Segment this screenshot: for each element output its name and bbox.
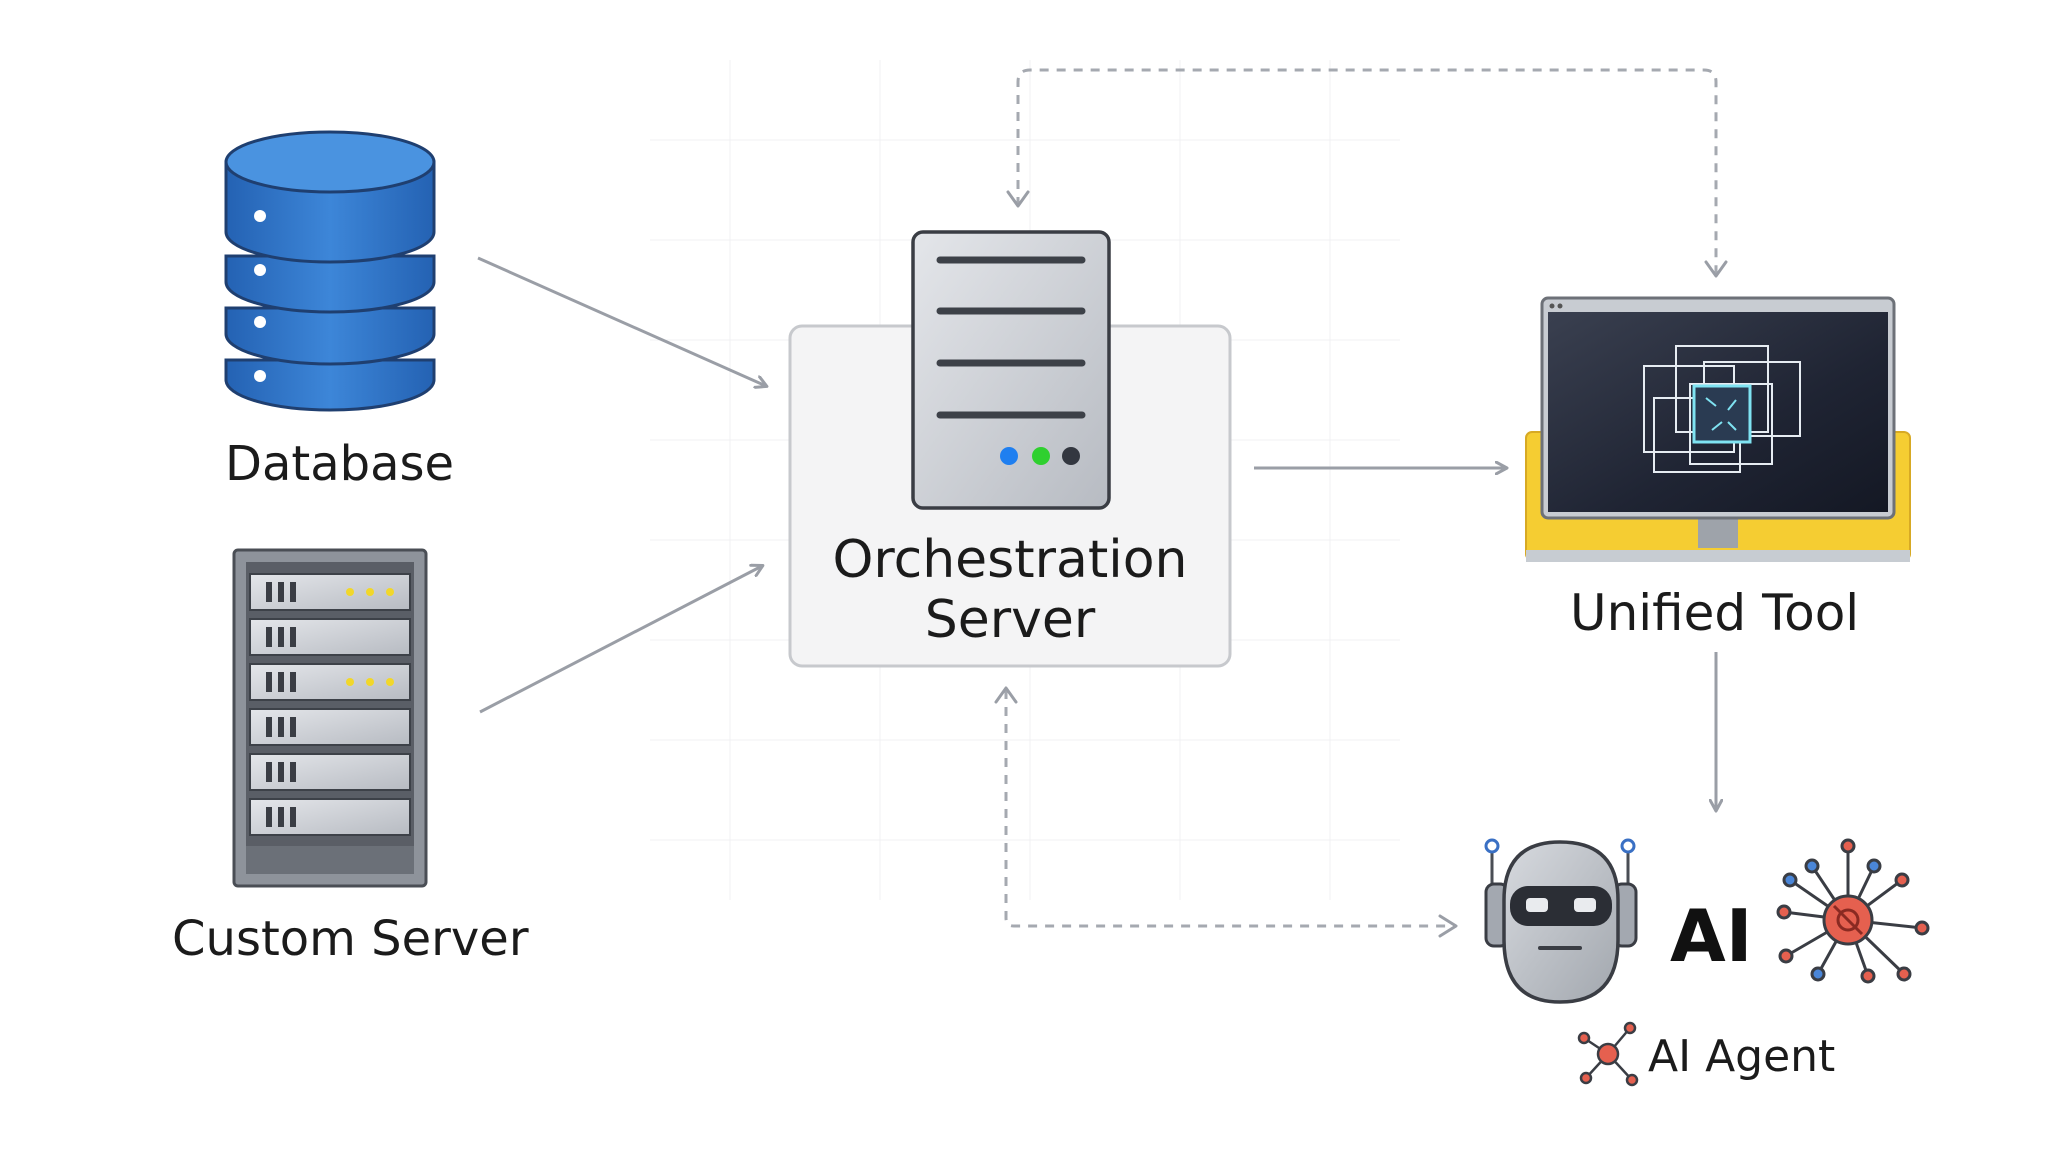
unified-tool-label: Unified Tool: [1570, 584, 1860, 642]
orchestration-server-label: Orchestration Server: [790, 530, 1230, 650]
robot-icon: [1484, 838, 1638, 1004]
orchestration-server-box: [788, 230, 1232, 668]
orchestration-label-line2: Server: [924, 590, 1096, 650]
ai-text: AI: [1670, 894, 1753, 978]
orchestration-label-line1: Orchestration: [832, 530, 1188, 590]
ai-agent-label: AI Agent: [1648, 1031, 1836, 1082]
dashed-arrowheads: [994, 190, 1728, 938]
server-icon: [911, 230, 1111, 510]
connectors: [477, 256, 1716, 810]
database-label: Database: [225, 436, 455, 492]
small-network-icon: [1577, 1021, 1639, 1087]
server-rack-icon: [232, 548, 428, 888]
arrow-database-to-orchestration: [477, 256, 766, 386]
network-icon: [1776, 838, 1930, 984]
database-icon: [224, 130, 436, 412]
dashed-loop-top: [1016, 68, 1718, 276]
dashed-loop-bottom: [1004, 690, 1454, 928]
dashed-connectors: [1004, 68, 1718, 928]
arrow-customserver-to-orchestration: [479, 566, 762, 714]
custom-server-label: Custom Server: [172, 911, 529, 967]
unified-tool-monitor-icon: [1525, 296, 1911, 562]
